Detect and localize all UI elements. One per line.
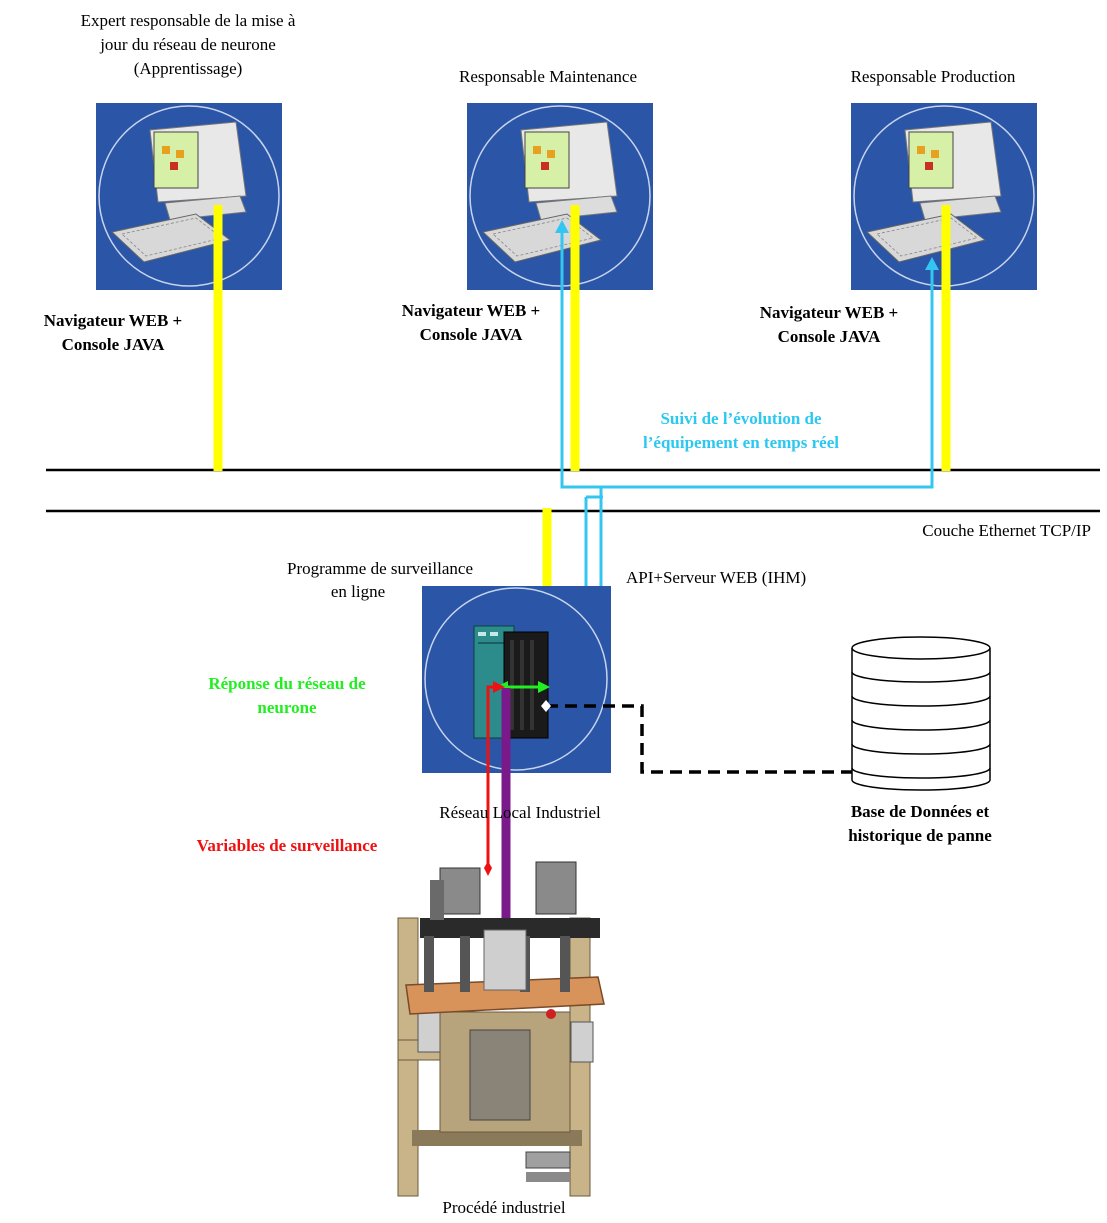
maintenance-role-label: Responsable Maintenance: [459, 67, 637, 86]
svg-text:jour du réseau de neurone: jour du réseau de neurone: [99, 35, 276, 54]
production-role-label: Responsable Production: [851, 67, 1016, 86]
svg-text:l’équipement en temps réel: l’équipement en temps réel: [643, 433, 839, 452]
svg-text:Console JAVA: Console JAVA: [62, 335, 166, 354]
svg-text:Expert responsable de la mise: Expert responsable de la mise à: [81, 11, 296, 30]
database-label: Base de Données et historique de panne: [848, 802, 992, 845]
industrial-drilling-machine-icon: [397, 861, 605, 1197]
process-label: Procédé industriel: [442, 1198, 565, 1217]
ethernet-label: Couche Ethernet TCP/IP: [922, 521, 1091, 540]
variables-label: Variables de surveillance: [197, 836, 378, 855]
expert-workstation: [96, 103, 282, 290]
svg-text:Suivi de l’évolution de: Suivi de l’évolution de: [660, 409, 822, 428]
svg-text:Programme de surveillance: Programme de surveillance: [287, 559, 473, 578]
maintenance-workstation: [467, 103, 653, 290]
svg-text:Base de Données et: Base de Données et: [851, 802, 990, 821]
svg-text:(Apprentissage): (Apprentissage): [134, 59, 243, 78]
svg-text:Navigateur WEB +: Navigateur WEB +: [760, 303, 898, 322]
database-dashed-link: [546, 704, 852, 774]
browser-label-maintenance: Navigateur WEB + Console JAVA: [402, 301, 540, 344]
plc-rack-icon: [473, 625, 549, 739]
computer-workstation-icon: [865, 121, 1002, 263]
svg-text:Console JAVA: Console JAVA: [778, 327, 882, 346]
cyan-arrowheads: [555, 220, 939, 695]
svg-text:en ligne: en ligne: [331, 582, 385, 601]
response-label: Réponse du réseau de neurone: [208, 674, 366, 717]
network-label: Réseau Local Industriel: [439, 803, 601, 822]
plc-panel: [422, 586, 611, 773]
plc-program-label: Programme de surveillance en ligne: [287, 559, 473, 601]
svg-text:Navigateur WEB +: Navigateur WEB +: [44, 311, 182, 330]
computer-workstation-icon: [110, 121, 247, 263]
svg-text:historique de panne: historique de panne: [848, 826, 992, 845]
svg-text:Console JAVA: Console JAVA: [420, 325, 524, 344]
database-cylinder-icon: [851, 636, 991, 791]
plc-api-label: API+Serveur WEB (IHM): [626, 568, 806, 587]
tracking-label: Suivi de l’évolution de l’équipement en …: [643, 409, 839, 452]
browser-label-expert: Navigateur WEB + Console JAVA: [44, 311, 182, 354]
svg-text:Réponse du réseau de: Réponse du réseau de: [208, 674, 366, 693]
svg-text:neurone: neurone: [257, 698, 317, 717]
plc-db-port: [541, 700, 551, 712]
cyan-tracking-links: [560, 225, 934, 688]
browser-label-production: Navigateur WEB + Console JAVA: [760, 303, 898, 346]
expert-role-label: Expert responsable de la mise à jour du …: [81, 11, 296, 78]
svg-text:Navigateur WEB +: Navigateur WEB +: [402, 301, 540, 320]
red-arrowheads: [484, 681, 505, 876]
